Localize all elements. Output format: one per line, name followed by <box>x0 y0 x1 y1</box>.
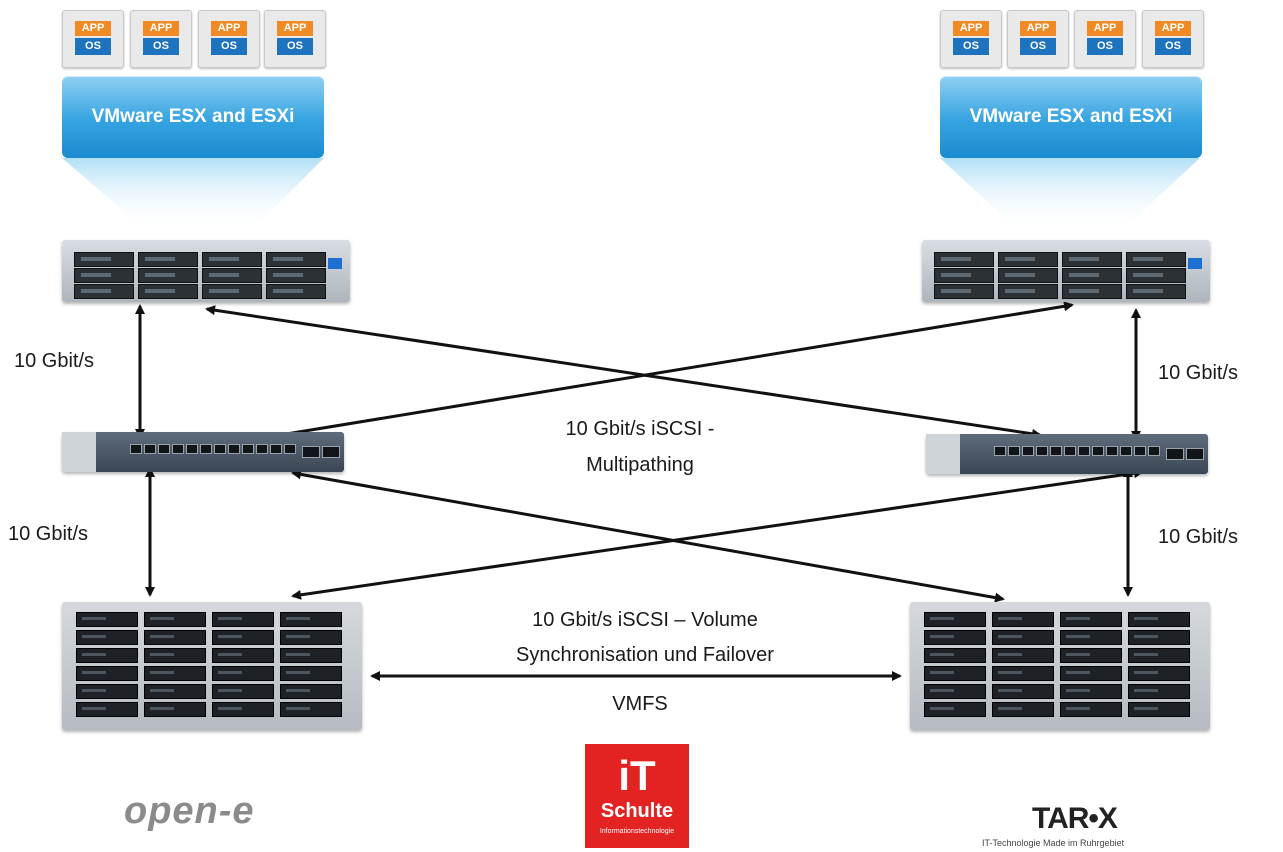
it-logo-small: Informationstechnologie <box>599 828 675 835</box>
tarox-logo: TAR•X <box>1032 802 1118 835</box>
esx-box-left: VMware ESX and ESXi <box>62 76 324 158</box>
vmfs-label: VMFS <box>612 693 668 715</box>
vm-tile-left-1: APP OS <box>62 10 124 68</box>
vm-tile-right-4: APP OS <box>1142 10 1204 68</box>
vm-tile-right-1: APP OS <box>940 10 1002 68</box>
vm-tile-left-2: APP OS <box>130 10 192 68</box>
app-label: APP <box>211 21 247 36</box>
it-schulte-logo: iT Schulte Informationstechnologie <box>585 744 689 848</box>
app-label: APP <box>1155 21 1191 36</box>
app-label: APP <box>1087 21 1123 36</box>
app-label: APP <box>75 21 111 36</box>
open-e-logo: open-e <box>124 790 255 832</box>
network-switch-right <box>926 434 1208 474</box>
vm-tile-right-3: APP OS <box>1074 10 1136 68</box>
link-speed-right-upper: 10 Gbit/s <box>1158 362 1239 384</box>
vm-tile-right-2: APP OS <box>1007 10 1069 68</box>
tarox-tagline: IT-Technologie Made im Ruhrgebiet <box>982 838 1125 848</box>
arrow-left-server-right-switch <box>205 305 1042 439</box>
rack-server-left <box>62 240 350 302</box>
rack-server-right <box>922 240 1210 302</box>
app-label: APP <box>1020 21 1056 36</box>
vm-tile-left-4: APP OS <box>264 10 326 68</box>
os-label: OS <box>277 38 313 55</box>
os-label: OS <box>211 38 247 55</box>
arrow-right-switch-left-storage <box>291 468 1144 600</box>
os-label: OS <box>75 38 111 55</box>
link-speed-right-lower: 10 Gbit/s <box>1158 526 1239 548</box>
app-label: APP <box>143 21 179 36</box>
it-logo-big: iT <box>618 752 656 799</box>
vm-tile-left-3: APP OS <box>198 10 260 68</box>
network-switch-left <box>62 432 344 472</box>
arrow-right-server-left-switch <box>260 301 1074 442</box>
os-label: OS <box>1155 38 1191 55</box>
os-label: OS <box>1020 38 1056 55</box>
os-label: OS <box>143 38 179 55</box>
app-label: APP <box>277 21 313 36</box>
os-label: OS <box>1087 38 1123 55</box>
multipath-label-line2: Multipathing <box>586 454 694 476</box>
esx-beam-right <box>940 158 1200 232</box>
esx-box-right: VMware ESX and ESXi <box>940 76 1202 158</box>
multipath-label-line1: 10 Gbit/s iSCSI - <box>565 418 715 440</box>
link-speed-left-lower: 10 Gbit/s <box>8 523 89 545</box>
it-logo-mid: Schulte <box>600 800 674 822</box>
app-label: APP <box>953 21 989 36</box>
storage-chassis-right <box>910 602 1210 730</box>
link-speed-left-upper: 10 Gbit/s <box>14 350 95 372</box>
sync-label-line1: 10 Gbit/s iSCSI – Volume <box>532 609 758 631</box>
os-label: OS <box>953 38 989 55</box>
esx-beam-left <box>62 158 324 232</box>
sync-label-line2: Synchronisation und Failover <box>516 644 774 666</box>
storage-chassis-left <box>62 602 362 730</box>
